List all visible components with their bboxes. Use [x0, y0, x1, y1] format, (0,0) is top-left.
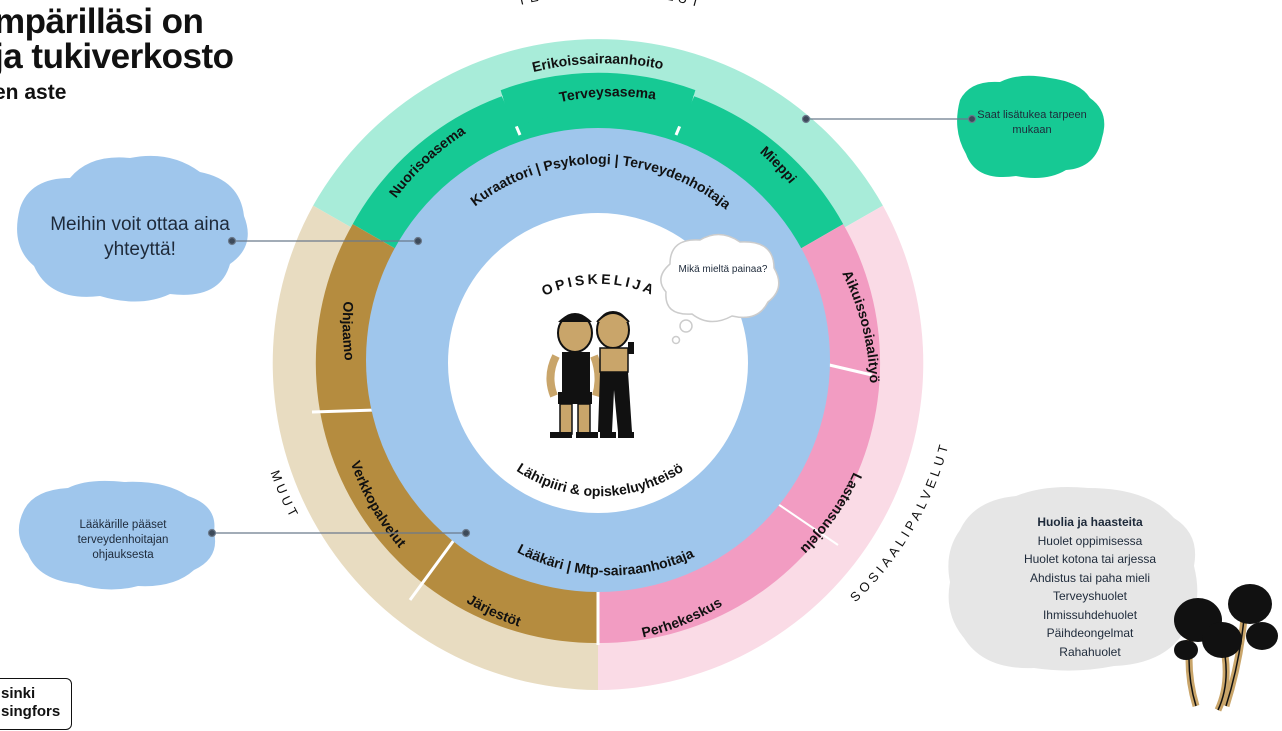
health-services-label: TERVEYSPALVELUT: [516, 0, 705, 11]
doctor-callout-text: Lääkärille pääset terveydenhoitajan ohja…: [77, 519, 169, 561]
other-middle-sector: [315, 224, 598, 644]
title-line-1: mpärilläsi on: [0, 2, 204, 41]
other-outer-sector: [272, 205, 598, 690]
logo-line-1: sinki: [1, 685, 36, 702]
doctor-blob: [18, 480, 216, 590]
health-outer-sector: [313, 39, 883, 230]
concerns-heading: Huolia ja haasteita: [1037, 515, 1143, 529]
title-line-3: en aste: [0, 81, 67, 104]
contact-callout-text: Meihin voit ottaa aina yhteyttä!: [50, 214, 230, 260]
health-middle-sector: [352, 79, 844, 255]
list-item: Huolet oppimisessa: [1037, 533, 1143, 548]
student-illustration: [546, 311, 634, 438]
list-item: Huolet kotona tai arjessa: [1023, 552, 1157, 566]
terveysasema-label: Terveysasema: [558, 83, 658, 105]
helsinki-logo: sinki singfors: [0, 678, 72, 730]
extra-support-blob: [957, 75, 1105, 178]
connector-lines: [207, 114, 977, 538]
list-item: Terveyshuolet: [1052, 589, 1128, 603]
thought-bubble-text: Mikä mieltä painaa?: [678, 264, 768, 275]
list-item: Rahahuolet: [1059, 644, 1121, 659]
thought-bubble: [660, 233, 780, 345]
page-title: mpärilläsi on ja tukiverkosto en aste: [0, 4, 234, 103]
logo-line-2: singfors: [1, 703, 61, 720]
ohjaamo-label: Ohjaamo: [340, 301, 358, 361]
erikoissairaanhoito-ring: [474, 44, 722, 96]
terveysasema-segment: [500, 70, 696, 128]
list-item: Ahdistus tai paha mieli: [1029, 570, 1151, 585]
social-middle-sector: [598, 224, 881, 644]
social-outer-sector: [598, 205, 924, 690]
tree-illustration: [1174, 584, 1278, 712]
list-item: Ihmissuhdehuolet: [1042, 607, 1138, 622]
title-line-2: ja tukiverkosto: [0, 37, 234, 76]
concerns-blob: [948, 487, 1198, 671]
contact-blob: [17, 155, 248, 302]
list-item: Päihdeongelmat: [1046, 626, 1134, 640]
extra-support-callout-text: Saat lisätukea tarpeen mukaan: [977, 109, 1087, 136]
concerns-list: Huolia ja haasteita Huolet oppimisessa H…: [1005, 513, 1175, 661]
